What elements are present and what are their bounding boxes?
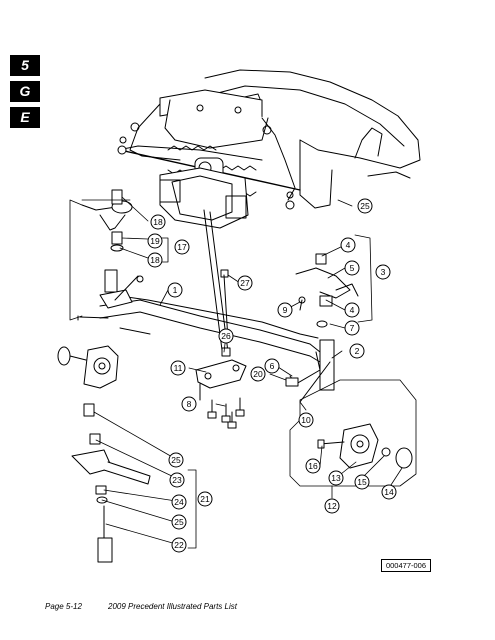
- svg-text:23: 23: [172, 475, 182, 485]
- callout-16: 16: [305, 458, 321, 474]
- callout-26: 26: [218, 328, 234, 344]
- right-steering-knuckle-drawing: [285, 253, 359, 403]
- callout-4-top: 4: [340, 237, 356, 253]
- svg-text:17: 17: [177, 242, 187, 252]
- svg-text:25: 25: [171, 455, 181, 465]
- callout-8: 8: [181, 396, 197, 412]
- callout-17: 17: [174, 239, 190, 255]
- section-tab-e: E: [10, 107, 40, 128]
- callout-25-bottom: 25: [168, 452, 184, 468]
- callout-22: 22: [171, 537, 187, 553]
- callout-24: 25: [171, 514, 187, 530]
- svg-text:7: 7: [350, 323, 355, 333]
- callout-14: 14: [381, 484, 397, 500]
- svg-text:15: 15: [357, 477, 367, 487]
- svg-text:3: 3: [381, 267, 386, 277]
- callout-2: 2: [349, 343, 365, 359]
- svg-text:12: 12: [327, 501, 337, 511]
- callout-3: 3: [375, 264, 391, 280]
- svg-text:25: 25: [360, 201, 370, 211]
- svg-text:27: 27: [240, 278, 250, 288]
- section-tab-5: 5: [10, 55, 40, 76]
- leader-lines: [93, 196, 403, 545]
- svg-text:26: 26: [221, 331, 231, 341]
- svg-text:13: 13: [331, 473, 341, 483]
- section-tabs: 5 G E: [10, 55, 40, 133]
- group-brackets: [69, 199, 417, 549]
- left-steering-knuckle-drawing: [77, 269, 144, 321]
- svg-text:25: 25: [174, 517, 184, 527]
- document-title: 2009 Precedent Illustrated Parts List: [108, 602, 237, 611]
- left-hub-drawing: [57, 345, 119, 389]
- svg-text:22: 22: [174, 540, 184, 550]
- svg-text:21: 21: [200, 494, 210, 504]
- svg-text:24: 24: [174, 497, 184, 507]
- callout-27: 27: [237, 275, 253, 291]
- callout-6: 6: [264, 358, 280, 374]
- left-spindle-upper-drawing: [81, 189, 133, 252]
- callout-23-lower: 24: [171, 494, 187, 510]
- callout-group: 25 18 19 18 17 4 5 3 27 1 9 4 7 26 2 11 …: [147, 198, 397, 553]
- svg-text:18: 18: [150, 255, 160, 265]
- svg-text:4: 4: [346, 240, 351, 250]
- callout-7: 7: [344, 320, 360, 336]
- svg-text:20: 20: [253, 369, 263, 379]
- figure-number: 000477-006: [381, 559, 431, 572]
- callout-10: 10: [298, 412, 314, 428]
- svg-text:9: 9: [283, 305, 288, 315]
- callout-18-top: 18: [150, 214, 166, 230]
- section-tab-g: G: [10, 81, 40, 102]
- svg-text:1: 1: [173, 285, 178, 295]
- callout-9: 9: [277, 302, 293, 318]
- callout-19: 19: [147, 233, 163, 249]
- bolt-set-drawing: [207, 397, 245, 429]
- svg-text:10: 10: [301, 415, 311, 425]
- svg-text:18: 18: [153, 217, 163, 227]
- callout-20: 20: [250, 366, 266, 382]
- callout-11: 11: [170, 360, 186, 376]
- svg-text:4: 4: [350, 305, 355, 315]
- svg-text:19: 19: [150, 236, 160, 246]
- page-number: Page 5-12: [45, 602, 82, 611]
- callout-5: 5: [344, 260, 360, 276]
- right-hub-drawing: [317, 423, 413, 469]
- callout-13: 13: [328, 470, 344, 486]
- callout-21: 21: [197, 491, 213, 507]
- center-bracket-drawing: [159, 167, 249, 229]
- callout-12: 12: [324, 498, 340, 514]
- callout-23-upper: 23: [169, 472, 185, 488]
- svg-text:8: 8: [187, 399, 192, 409]
- center-plate-drawing: [195, 347, 247, 401]
- lower-exploded-spindle-drawing: [71, 403, 151, 563]
- callout-18-bottom: 18: [147, 252, 163, 268]
- callout-1: 1: [167, 282, 183, 298]
- svg-text:2: 2: [355, 346, 360, 356]
- svg-text:11: 11: [174, 363, 183, 373]
- callout-15: 15: [354, 474, 370, 490]
- svg-text:14: 14: [384, 487, 394, 497]
- svg-text:5: 5: [350, 263, 355, 273]
- svg-text:6: 6: [270, 361, 275, 371]
- callout-25-top: 25: [357, 198, 373, 214]
- svg-text:16: 16: [308, 461, 318, 471]
- callout-4-bottom: 4: [344, 302, 360, 318]
